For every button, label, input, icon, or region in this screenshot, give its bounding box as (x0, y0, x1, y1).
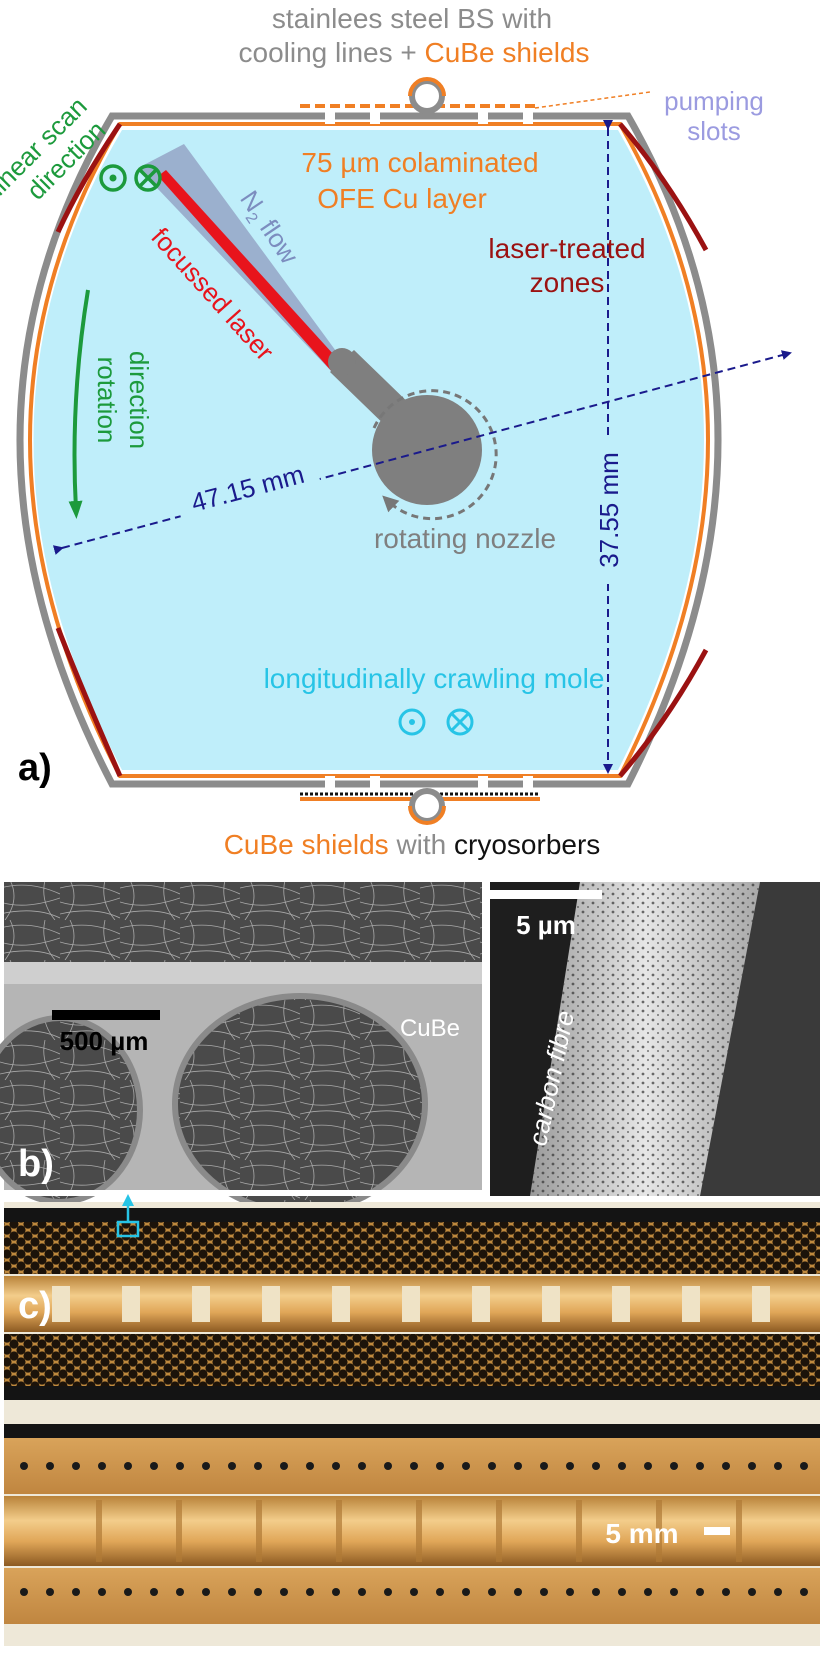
bottom-label: CuBe shields with cryosorbers (224, 829, 601, 860)
bottom-label-orange: CuBe shields (224, 829, 389, 860)
panel-c-label: c) (18, 1285, 52, 1327)
top-label-line2-orange: CuBe shields (425, 37, 590, 68)
pumping-slots-label-1: pumping (664, 86, 764, 116)
mole-cross-icon (446, 708, 474, 736)
rotation-direction-arrow (68, 289, 90, 519)
right-scale-bar (490, 890, 602, 899)
rotation-label-2: direction (124, 351, 154, 449)
right-scale-label: 5 µm (516, 910, 576, 940)
panel-a: stainlees steel BS with cooling lines + … (0, 3, 792, 860)
left-scale-label: 500 µm (60, 1026, 149, 1056)
top-cooling-line (409, 78, 445, 114)
bottom-cooling-line (409, 788, 445, 824)
panel-c: c) 5 mm (4, 1194, 820, 1646)
cu-layer-label-1: 75 µm colaminated (301, 147, 538, 178)
mole-label: longitudinally crawling mole (264, 663, 605, 694)
top-shield (300, 77, 540, 124)
width-dimension-line (52, 350, 792, 555)
height-dimension-label: 37.55 mm (594, 452, 624, 568)
c-scale-label: 5 mm (605, 1518, 678, 1549)
rotation-label-1: rotation (92, 357, 122, 444)
cu-layer-label-2: OFE Cu layer (317, 183, 487, 214)
sem-image-right (490, 882, 820, 1196)
sem-image-left (0, 882, 482, 1215)
top-label-line2: cooling lines + CuBe shields (239, 37, 590, 68)
panel-b-label: b) (18, 1143, 54, 1185)
laser-treated-label-2: zones (530, 267, 605, 298)
cube-label: CuBe (400, 1015, 460, 1042)
tube-lower (4, 1496, 820, 1566)
top-label-line1: stainlees steel BS with (272, 3, 552, 34)
bottom-shield (300, 776, 540, 825)
focussed-laser-beam (158, 170, 344, 374)
bottom-label-gray: with (389, 829, 454, 860)
pumping-slots-label-2: slots (687, 116, 740, 146)
dot-circle-icon (99, 164, 127, 192)
cross-circle-icon (134, 164, 162, 192)
scale-bar-icon (52, 1010, 160, 1020)
plate-lower-2 (4, 1568, 820, 1624)
mole-dot-icon (398, 708, 426, 736)
laser-treated-label-1: laser-treated (488, 233, 645, 264)
c-scale-bar (704, 1527, 730, 1535)
panel-a-label: a) (18, 747, 52, 789)
panel-b: 500 µm CuBe b) 5 µm carbon fibre (0, 882, 820, 1215)
laser-treated-zones (55, 122, 709, 778)
rotating-nozzle-label: rotating nozzle (374, 523, 556, 554)
bottom-label-black: cryosorbers (454, 829, 600, 860)
top-label-line2-gray: cooling lines + (239, 37, 425, 68)
